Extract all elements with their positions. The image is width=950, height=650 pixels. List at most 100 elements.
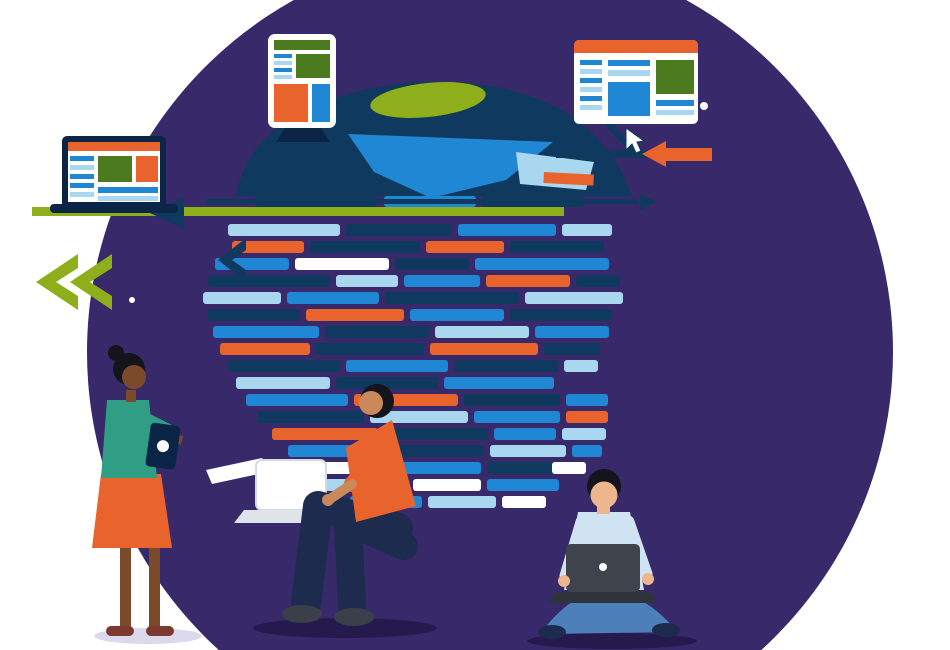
tablet-mockup-textline [274, 75, 292, 79]
globe-stripe-segment [487, 462, 557, 474]
browser-mockup-textline [656, 110, 694, 115]
globe-stripe-segment [566, 394, 608, 406]
sparkle-dot [129, 297, 135, 303]
double-chevron-icon [36, 254, 112, 310]
right-man-face [590, 481, 618, 509]
browser-mockup-textline [580, 60, 602, 65]
laptop-mockup-textline [98, 196, 158, 201]
laptop-mockup-textline [70, 174, 94, 179]
tablet-mockup-blue-block [312, 84, 330, 122]
globe-stripe-segment [272, 428, 378, 440]
center-man-shoe [282, 605, 322, 623]
globe-landmass-blue [348, 134, 553, 198]
globe-stripe-segment [562, 428, 606, 440]
globe-stripe-segment [346, 360, 448, 372]
globe-stripe-segment [464, 394, 560, 406]
woman-leg [120, 540, 131, 628]
globe-stripe-segment [426, 241, 504, 253]
tablet-mockup-stand [276, 126, 330, 142]
center-man-leg [334, 508, 418, 620]
center-man-hand [322, 494, 334, 506]
tablet-mockup-textline [274, 68, 292, 72]
globe-stripe-segment [535, 326, 609, 338]
globe-stripe-segment [336, 377, 438, 389]
globe-stripe-segment [502, 496, 546, 508]
center-man-shoe [334, 608, 374, 626]
browser-mockup [574, 40, 698, 124]
globe-stripe-segment [228, 360, 340, 372]
globe-stripe-segment [236, 377, 330, 389]
globe-stripe-segment [325, 326, 429, 338]
globe-stripe-segment [435, 326, 529, 338]
globe-stripe-segment [310, 241, 420, 253]
browser-mockup-textline [580, 78, 602, 83]
globe-stripe-segment [384, 428, 488, 440]
person-man-right [527, 469, 697, 649]
globe-stripe-segment [525, 292, 623, 304]
browser-mockup-green-block [656, 60, 694, 94]
center-man-forearm [325, 479, 357, 504]
browser-mockup-blue-block [608, 82, 650, 116]
woman-shoe [106, 626, 134, 636]
globe-stripe-segment [208, 275, 330, 287]
browser-mockup-textline [580, 69, 602, 74]
globe-stripe-segment [428, 496, 496, 508]
globe-stripe-segment [385, 292, 519, 304]
globe-stripe-segment [410, 309, 504, 321]
globe-stripe-segment [510, 241, 604, 253]
data-line-navy-arrowhead-icon [640, 194, 656, 210]
globe-stripe-segment [566, 411, 608, 423]
woman-neck [126, 390, 136, 402]
globe-stripe-segment [474, 411, 560, 423]
center-man-face [359, 391, 383, 415]
globe-stripe-segment [487, 479, 559, 491]
person-man-center [206, 384, 437, 638]
tablet-mockup-textline [274, 61, 292, 65]
globe-stripe-segment [203, 292, 281, 304]
globe-stripe-segment [413, 479, 481, 491]
right-orange-arrow-icon [642, 141, 712, 167]
dark-laptop-base [548, 592, 658, 603]
laptop-mockup-green-block [98, 156, 132, 182]
tablet-mockup-header [274, 40, 330, 50]
right-man-hand [558, 575, 570, 587]
globe-stripe-segment [562, 224, 612, 236]
laptop-mockup-textline [98, 187, 158, 193]
globe-stripe-segment [232, 241, 304, 253]
right-data-line [556, 150, 648, 158]
globe-stripe-segment [494, 428, 556, 440]
globe-stripe-segment [370, 411, 468, 423]
browser-mockup-textline [580, 96, 602, 101]
laptop-mockup-textline [70, 165, 94, 170]
tablet-mockup [268, 34, 336, 142]
browser-mockup-textline [608, 70, 650, 76]
globe-stripe-segment [510, 309, 612, 321]
globe-stripe-segment [295, 258, 389, 270]
globe-stripe-segment [316, 343, 424, 355]
globe-stripe-segment [220, 343, 310, 355]
globe-stripe-segment [306, 309, 404, 321]
white-paper [206, 458, 268, 484]
globe-stripe-segment [576, 275, 620, 287]
globe-stripe-segment [572, 445, 602, 457]
globe-stripe-segment [475, 258, 609, 270]
woman-tablet-dot [156, 440, 169, 453]
globe-stripe-segment [404, 275, 480, 287]
globe-stripe-segment [430, 343, 538, 355]
woman-hair-bun [108, 345, 124, 361]
center-man-shadow [253, 618, 437, 638]
cursor-icon [625, 127, 646, 154]
woman-torso [101, 400, 157, 478]
browser-mockup-header-bottom [574, 47, 698, 53]
globe-stripe-segment [258, 411, 364, 423]
data-line-navy [205, 199, 637, 204]
center-man-arm [344, 436, 398, 492]
globe-stripe-segment [552, 462, 586, 474]
browser-mockup-textline [580, 87, 602, 92]
globe-stripe-segment [486, 275, 570, 287]
globe-landmass-olive [370, 82, 486, 118]
center-man-torso [346, 420, 416, 522]
data-line-olive [32, 207, 564, 216]
